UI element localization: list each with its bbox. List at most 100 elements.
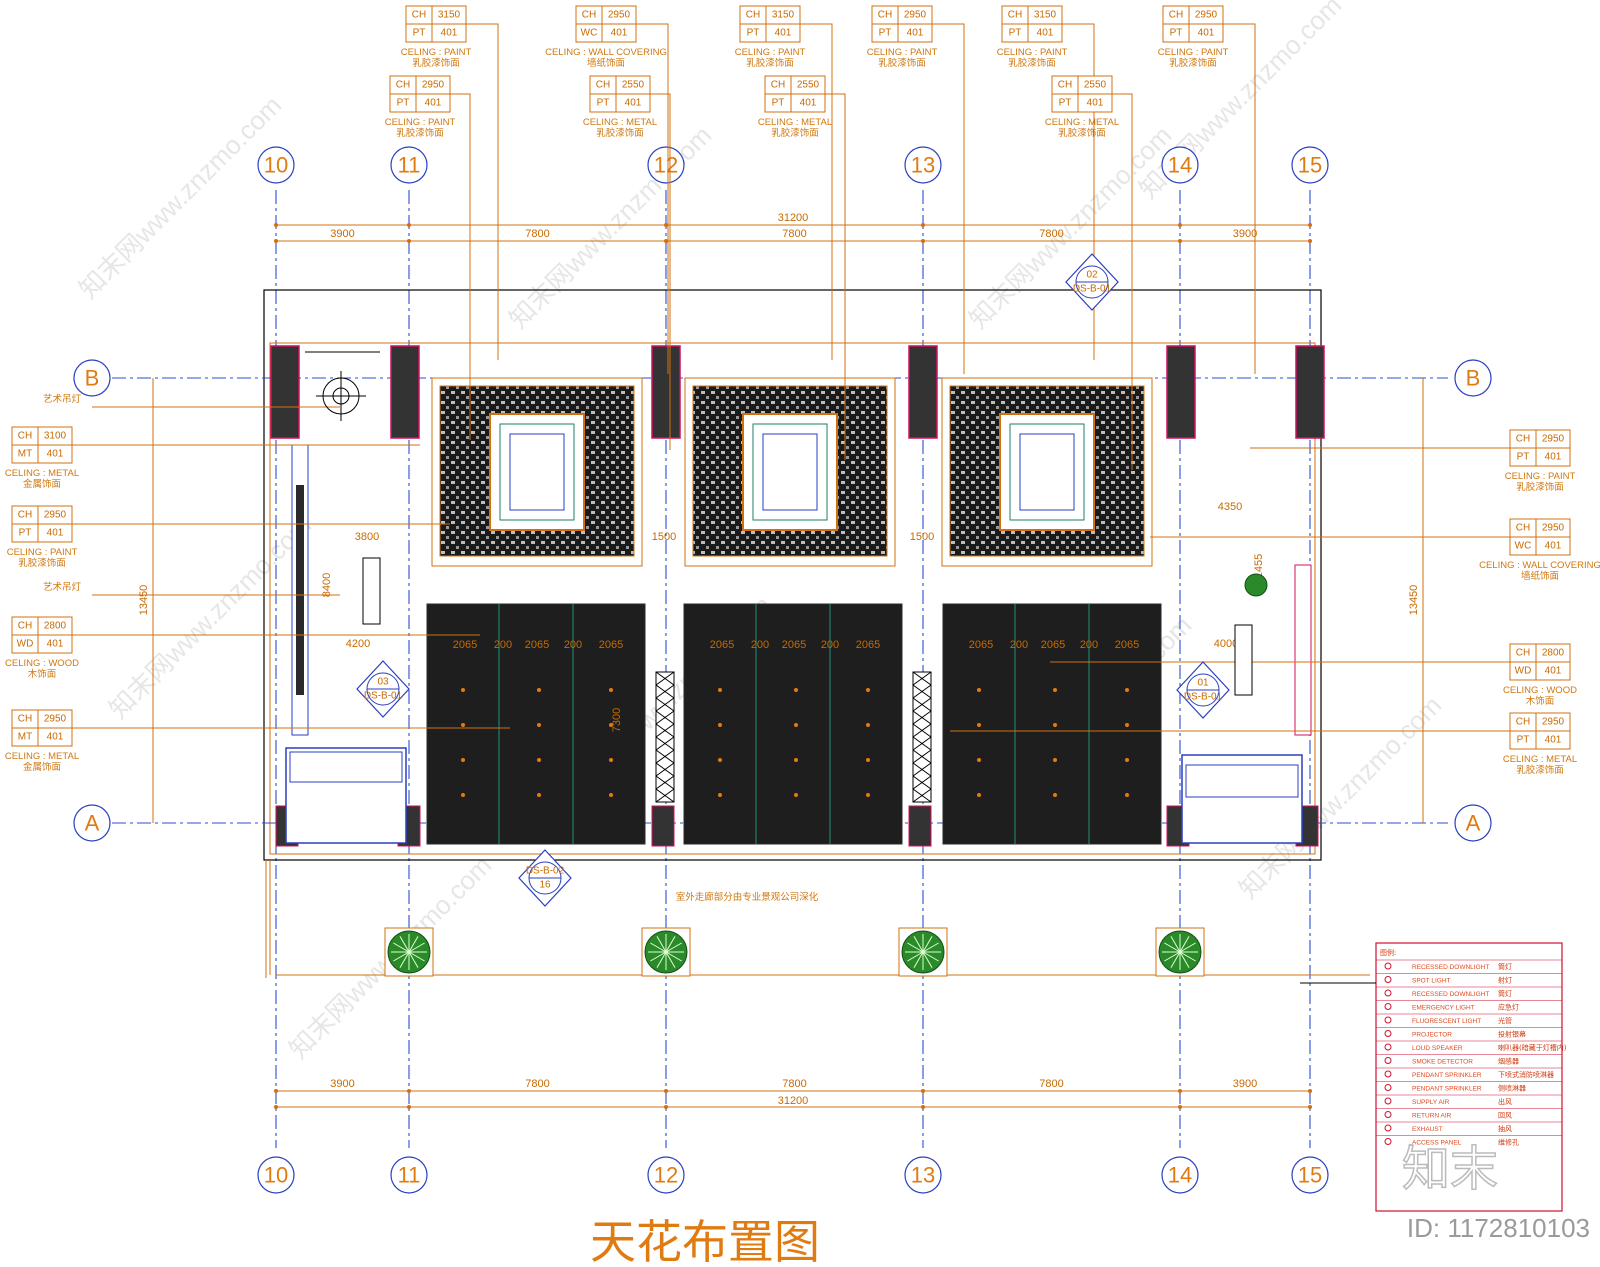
dim-bottom-segment: 7800 (1039, 1078, 1063, 1090)
legend-item-cn: 筒灯 (1498, 989, 1512, 998)
svg-text:PT: PT (747, 28, 760, 39)
svg-text:金属饰面: 金属饰面 (23, 478, 61, 490)
outdoor-note: 室外走廊部分由专业景观公司深化 (676, 891, 819, 903)
svg-text:401: 401 (1198, 28, 1215, 39)
grid-bubble-11: 11 (390, 146, 428, 184)
svg-text:13: 13 (911, 153, 935, 178)
svg-text:3150: 3150 (438, 10, 461, 21)
svg-text:14: 14 (1168, 153, 1192, 178)
room-dim: 200 (751, 639, 769, 651)
svg-text:MT: MT (18, 732, 32, 743)
svg-text:CH: CH (1516, 434, 1530, 445)
grid-bubble-A: A (1454, 804, 1492, 842)
watermark-text: 知末网www.znzmo.com (103, 510, 317, 724)
svg-text:DS-B-02: DS-B-02 (526, 866, 565, 877)
legend-item-cn: 射灯 (1498, 976, 1512, 985)
svg-text:CH: CH (878, 10, 892, 21)
dimension-label: 3800 (355, 531, 379, 543)
svg-text:PT: PT (1009, 28, 1022, 39)
svg-text:03: 03 (377, 677, 389, 688)
dim-bottom-segment: 7800 (782, 1078, 806, 1090)
svg-text:乳胶漆饰面: 乳胶漆饰面 (396, 127, 444, 139)
grid-bubble-13: 13 (904, 146, 942, 184)
tree-icon (384, 927, 434, 977)
svg-text:CELING : METAL: CELING : METAL (583, 117, 657, 128)
svg-text:乳胶漆饰面: 乳胶漆饰面 (1516, 481, 1564, 493)
svg-text:401: 401 (47, 639, 64, 650)
lattice-column (912, 671, 932, 803)
svg-text:2950: 2950 (904, 10, 927, 21)
svg-text:CH: CH (412, 10, 426, 21)
pillar (651, 345, 681, 439)
legend-item-en: FLUORESCENT LIGHT (1412, 1018, 1481, 1025)
svg-text:2550: 2550 (1084, 80, 1107, 91)
room-dim: 2065 (856, 639, 880, 651)
ceiling-panels (431, 377, 1153, 567)
legend-item-cn: 应急灯 (1498, 1003, 1519, 1012)
svg-text:WC: WC (1515, 541, 1532, 552)
svg-text:401: 401 (1545, 541, 1562, 552)
svg-text:乳胶漆饰面: 乳胶漆饰面 (746, 57, 794, 69)
svg-text:MT: MT (18, 449, 32, 460)
dim-right: 13450 (1408, 585, 1420, 616)
svg-text:CELING : PAINT: CELING : PAINT (1505, 471, 1576, 482)
dimension-label: 4350 (1218, 501, 1242, 513)
legend-item-cn: 侧喷淋器 (1498, 1084, 1526, 1093)
svg-text:02: 02 (1086, 270, 1098, 281)
pillar (1166, 345, 1196, 439)
pillar (270, 345, 300, 439)
svg-text:CELING : METAL: CELING : METAL (1045, 117, 1119, 128)
room-dim: 200 (1080, 639, 1098, 651)
ceiling-panel (941, 377, 1153, 567)
grid-bubble-10: 10 (257, 1156, 295, 1194)
svg-text:12: 12 (654, 153, 678, 178)
room-dim: 200 (564, 639, 582, 651)
svg-text:401: 401 (1545, 452, 1562, 463)
dimension-label: 7300 (611, 708, 623, 732)
svg-text:乳胶漆饰面: 乳胶漆饰面 (878, 57, 926, 69)
svg-text:12: 12 (654, 1163, 678, 1188)
svg-text:2950: 2950 (44, 714, 67, 725)
grid-bubble-B: B (1454, 359, 1492, 397)
svg-text:CH: CH (771, 80, 785, 91)
dim-bottom-segment: 7800 (525, 1078, 549, 1090)
svg-text:15: 15 (1298, 1163, 1322, 1188)
dim-bottom-total: 31200 (778, 1095, 809, 1107)
legend-item-en: SUPPLY AIR (1412, 1099, 1450, 1106)
legend-item-en: SMOKE DETECTOR (1412, 1059, 1473, 1066)
legend-item-en: ACCESS PANEL (1412, 1140, 1462, 1147)
svg-text:13: 13 (911, 1163, 935, 1188)
svg-text:11: 11 (398, 153, 421, 178)
svg-text:CELING : PAINT: CELING : PAINT (401, 47, 472, 58)
ceiling-panel (431, 377, 643, 567)
legend-item-cn: 出风 (1498, 1097, 1512, 1106)
svg-text:PT: PT (19, 528, 32, 539)
legend-item-en: EMERGENCY LIGHT (1412, 1005, 1475, 1012)
legend-item-en: RECESSED DOWNLIGHT (1412, 964, 1489, 971)
svg-text:401: 401 (775, 28, 792, 39)
legend-item-cn: 回风 (1498, 1112, 1512, 1120)
tree-icon (1244, 573, 1268, 597)
svg-text:乳胶漆饰面: 乳胶漆饰面 (18, 557, 66, 569)
svg-text:乳胶漆饰面: 乳胶漆饰面 (1058, 127, 1106, 139)
legend-item-cn: 光管 (1498, 1016, 1512, 1025)
svg-text:CH: CH (1516, 717, 1530, 728)
svg-text:CELING : WALL COVERING: CELING : WALL COVERING (545, 47, 667, 58)
svg-text:乳胶漆饰面: 乳胶漆饰面 (1008, 57, 1056, 69)
svg-text:乳胶漆饰面: 乳胶漆饰面 (1169, 57, 1217, 69)
svg-text:2950: 2950 (1542, 523, 1565, 534)
svg-text:401: 401 (1087, 98, 1104, 109)
svg-text:16: 16 (539, 880, 551, 891)
watermark-text: 知末网www.znzmo.com (963, 120, 1177, 334)
logo: 知末 (1402, 1141, 1498, 1197)
svg-text:401: 401 (800, 98, 817, 109)
dim-top-segment: 7800 (525, 228, 549, 240)
tree-icon (1155, 927, 1205, 977)
